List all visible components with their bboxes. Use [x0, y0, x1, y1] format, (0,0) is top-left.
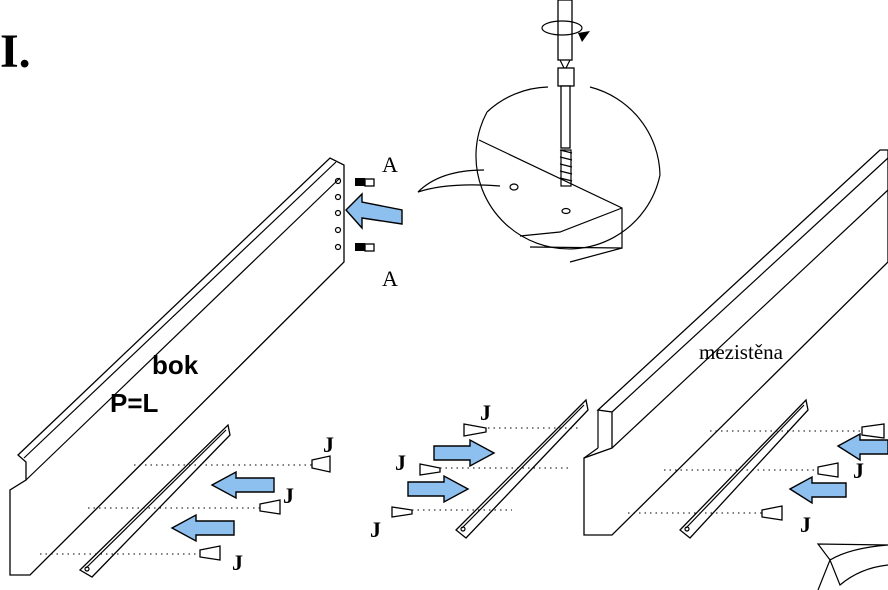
screw-label-mid-1: J: [480, 400, 491, 425]
screw-label-left-3: J: [232, 550, 243, 575]
screw-label-left-2: J: [283, 483, 294, 508]
screw-label-right-1: J: [853, 458, 864, 483]
detail-magnifier: [417, 86, 661, 263]
divider-panel: [583, 149, 888, 536]
insert-arrow-icon: [836, 432, 888, 462]
insert-arrow-icon: [433, 438, 496, 468]
drawer-rail-left: [78, 423, 231, 578]
screw-label-right-2: J: [800, 512, 811, 537]
screw-label-mid-2: J: [395, 450, 406, 475]
screw-icon: [391, 423, 487, 518]
insert-arrow-icon: [407, 474, 470, 504]
insert-arrow-icon: [788, 475, 847, 505]
step-label: I.: [0, 25, 31, 78]
turn-arrow-icon: [816, 543, 888, 590]
dowel-label-bottom: A: [382, 266, 398, 291]
side-name-label: bok: [152, 350, 199, 380]
insert-arrow-icon: [170, 513, 235, 543]
screw-icon: [557, 67, 575, 187]
drawer-rail-middle: [455, 398, 589, 539]
drawer-rail-right: [679, 398, 809, 539]
dowel-label-top: A: [382, 152, 398, 177]
dowel-icon: [355, 243, 375, 252]
dowel-icon: [355, 178, 375, 187]
insert-arrow-icon: [345, 192, 403, 230]
side-variant-label: P=L: [110, 388, 159, 418]
divider-name-label: mezistěna: [699, 340, 784, 364]
screw-icon: [199, 455, 331, 561]
insert-arrow-icon: [210, 470, 275, 500]
hole-icon: [509, 183, 519, 191]
rotation-arrow-icon: [541, 20, 590, 42]
screw-icon: [761, 423, 885, 521]
side-panel: [9, 157, 345, 576]
screw-label-left-1: J: [323, 432, 334, 457]
screw-label-mid-3: J: [370, 517, 381, 542]
